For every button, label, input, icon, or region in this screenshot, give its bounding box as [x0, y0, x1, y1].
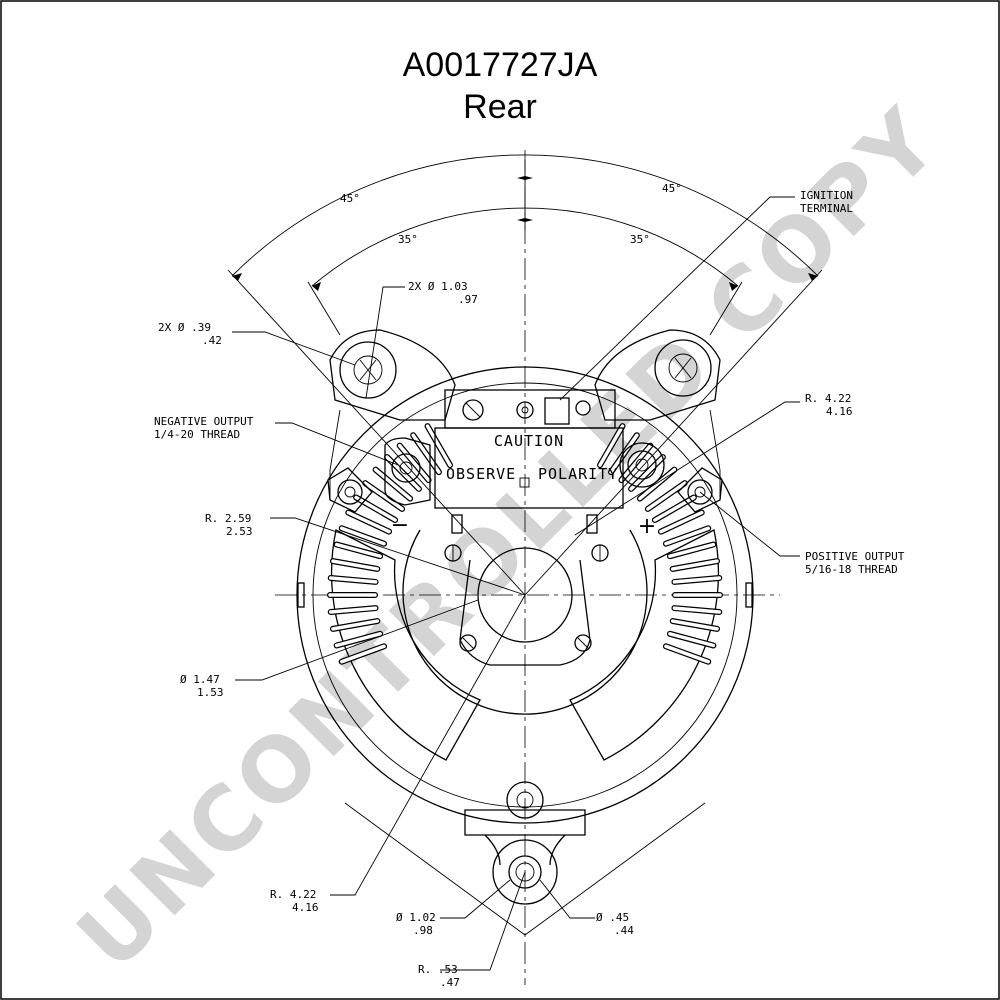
right-slot-inner	[668, 632, 716, 648]
svg-text:POSITIVE OUTPUT: POSITIVE OUTPUT	[805, 550, 905, 563]
left-slot-inner	[334, 542, 382, 558]
part-number-title: A0017727JA	[403, 46, 598, 84]
left-slot-inner	[328, 576, 378, 584]
right-slot-inner	[646, 481, 687, 511]
left-slot-inner	[340, 644, 386, 664]
right-slot-inner	[664, 644, 710, 664]
watermark: UNCONTROLLED COPY	[58, 88, 960, 990]
angle-inner-right: 35°	[630, 233, 650, 246]
callout-mount-hole: 2X Ø 1.03 .97	[408, 280, 478, 306]
svg-text:2X Ø .39: 2X Ø .39	[158, 321, 211, 334]
svg-text:1.53: 1.53	[197, 686, 224, 699]
left-mount-hole	[339, 341, 397, 399]
svg-text:5/16-18 THREAD: 5/16-18 THREAD	[805, 563, 898, 576]
caution-text: CAUTION	[494, 432, 564, 450]
svg-text:.44: .44	[614, 924, 634, 937]
left-slot-inner	[346, 510, 391, 534]
right-slot-inner	[664, 526, 710, 546]
callout-bottom-hole: Ø 1.02 .98	[396, 911, 436, 937]
right-stud	[677, 467, 723, 513]
bottom-stud	[506, 781, 544, 819]
left-slot-inner	[425, 424, 452, 467]
svg-text:IGNITION: IGNITION	[800, 189, 853, 202]
left-cooling-slots	[327, 423, 481, 761]
left-slot-inner	[328, 606, 378, 614]
positive-output-terminal	[619, 442, 665, 488]
right-slot-inner	[638, 467, 677, 501]
svg-text:.47: .47	[440, 976, 460, 989]
callout-ignition-terminal: IGNITION TERMINAL	[800, 189, 853, 215]
svg-text:1/4-20 THREAD: 1/4-20 THREAD	[154, 428, 240, 441]
callout-small-hole: 2X Ø .39 .42	[158, 321, 222, 347]
svg-text:.98: .98	[413, 924, 433, 937]
right-slot-inner	[670, 619, 719, 631]
callout-bottom-stud: Ø .45 .44	[596, 911, 634, 937]
svg-text:4.16: 4.16	[292, 901, 319, 914]
callout-radius-inner: R. 2.59 2.53	[205, 512, 253, 538]
negative-mark: −	[391, 513, 409, 538]
polarity-text: POLARITY	[538, 465, 618, 483]
svg-text:2.53: 2.53	[226, 525, 253, 538]
left-slot-inner	[340, 526, 386, 546]
svg-text:4.16: 4.16	[826, 405, 853, 418]
right-slot-inner	[672, 576, 722, 584]
right-slot-inner	[668, 542, 716, 558]
callout-radius-upper: R. 4.22 4.16	[805, 392, 853, 418]
right-slot-inner	[629, 455, 665, 491]
bottom-mount-boss	[492, 839, 558, 905]
screws	[297, 514, 753, 652]
left-slot-inner	[334, 632, 382, 648]
caution-label-plate	[434, 389, 624, 509]
angle-outer-left: 45°	[340, 192, 360, 205]
negative-output-terminal	[384, 437, 431, 506]
svg-text:.42: .42	[202, 334, 222, 347]
left-stud	[327, 467, 373, 513]
right-slot-inner	[659, 510, 704, 534]
svg-text:Ø .45: Ø .45	[596, 911, 629, 924]
right-slot-inner	[609, 433, 639, 474]
svg-text:R. 4.22: R. 4.22	[805, 392, 851, 405]
svg-text:.97: .97	[458, 293, 478, 306]
svg-text:Ø 1.47: Ø 1.47	[180, 673, 220, 686]
left-mounting-ear	[329, 329, 456, 421]
left-slot-inner	[373, 467, 412, 501]
alternator-housing	[296, 366, 754, 936]
right-mounting-ear	[594, 329, 721, 421]
right-slot-inner	[672, 606, 722, 614]
left-slot-inner	[331, 619, 380, 631]
left-slot-inner	[331, 559, 380, 571]
callout-radius-lower: R. 4.22 4.16	[270, 888, 319, 914]
left-slot-inner	[363, 481, 404, 511]
svg-text:R. 2.59: R. 2.59	[205, 512, 251, 525]
angle-inner-left: 35°	[398, 233, 418, 246]
positive-mark: +	[638, 514, 656, 539]
callout-positive-output: POSITIVE OUTPUT 5/16-18 THREAD	[805, 550, 905, 576]
svg-text:2X Ø 1.03: 2X Ø 1.03	[408, 280, 468, 293]
callout-negative-output: NEGATIVE OUTPUT 1/4-20 THREAD	[154, 415, 254, 441]
right-cooling-slots	[569, 423, 723, 761]
observe-text: OBSERVE	[446, 465, 516, 483]
hub-bore	[477, 547, 573, 643]
left-slot-inner	[354, 495, 397, 522]
svg-text:Ø 1.02: Ø 1.02	[396, 911, 436, 924]
right-slot-inner	[670, 559, 719, 571]
angle-outer-right: 45°	[662, 182, 682, 195]
svg-text:R. 4.22: R. 4.22	[270, 888, 316, 901]
leader-lines	[232, 196, 800, 971]
view-subtitle: Rear	[463, 88, 537, 126]
svg-text:NEGATIVE OUTPUT: NEGATIVE OUTPUT	[154, 415, 254, 428]
svg-text:TERMINAL: TERMINAL	[800, 202, 853, 215]
right-mount-hole	[654, 339, 712, 397]
callout-bottom-radius: R. .53 .47	[418, 963, 460, 989]
svg-text:R. .53: R. .53	[418, 963, 458, 976]
right-slot-inner	[653, 495, 696, 522]
callout-hub-diameter: Ø 1.47 1.53	[180, 673, 224, 699]
right-slot-inner	[598, 424, 625, 467]
left-slot-inner	[397, 443, 431, 482]
angle-dimensions	[227, 154, 823, 596]
